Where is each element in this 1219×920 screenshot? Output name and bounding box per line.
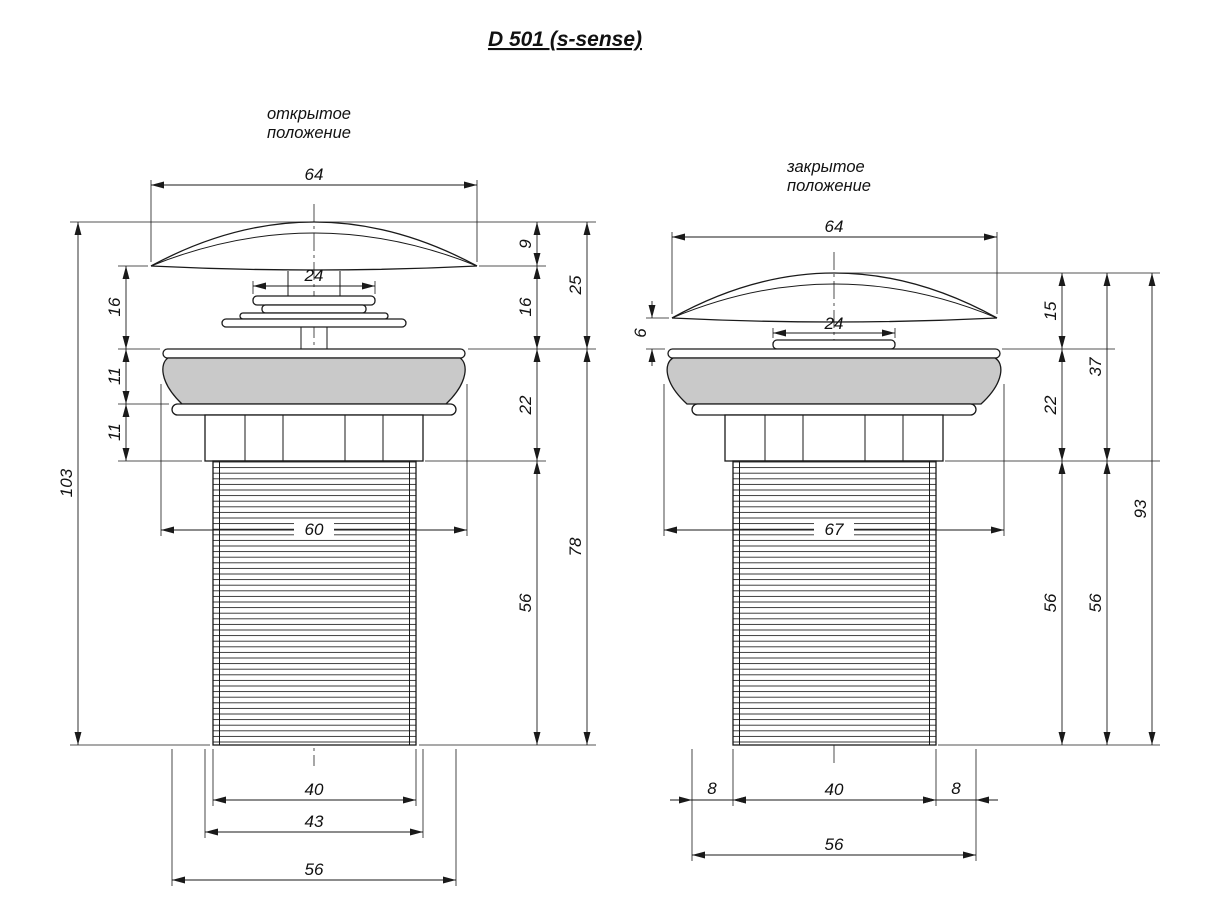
closed-dim-head: 37 <box>1086 357 1105 376</box>
closed-label-line2: положение <box>787 177 871 195</box>
open-dim-plug-width: 24 <box>304 266 324 285</box>
open-flange-dome <box>162 357 466 405</box>
closed-valve-body <box>666 252 1002 766</box>
open-dim-thread-length: 56 <box>516 593 535 612</box>
open-view: открытое положение <box>57 105 596 886</box>
closed-washer <box>691 403 977 416</box>
closed-view-label: закрытое положение <box>786 158 871 195</box>
open-view-label: открытое положение <box>267 105 351 142</box>
open-locknut <box>204 414 424 462</box>
open-cap <box>150 221 478 271</box>
closed-cap <box>671 272 998 323</box>
open-dim-neck-left: 16 <box>105 297 124 316</box>
open-dim-body-height: 22 <box>516 395 535 415</box>
open-dim-washer-diameter: 56 <box>305 860 324 879</box>
closed-dim-offset-right: 8 <box>951 779 961 798</box>
closed-plug-disc <box>772 339 896 350</box>
closed-locknut <box>724 414 944 462</box>
closed-extension-lines <box>646 232 1160 861</box>
closed-dim-thread-length-outer: 56 <box>1086 593 1105 612</box>
closed-flange-dome <box>666 357 1002 405</box>
open-valve-body <box>150 204 478 766</box>
closed-dim-body-height: 22 <box>1041 395 1060 415</box>
closed-dim-cap-width: 64 <box>825 217 844 236</box>
open-flange-plate <box>162 348 466 359</box>
closed-threaded-pipe <box>732 460 937 746</box>
closed-dim-gap: 6 <box>631 328 650 338</box>
open-label-line1: открытое <box>267 105 351 123</box>
closed-view: закрытое положение <box>631 158 1160 861</box>
open-dim-flange-thickness: 11 <box>105 367 124 385</box>
open-threaded-pipe <box>212 460 417 746</box>
closed-dim-plug-width: 24 <box>824 314 844 333</box>
open-dim-head: 25 <box>566 275 585 295</box>
open-dim-locknut-thickness: 11 <box>105 423 124 441</box>
closed-label-line1: закрытое <box>786 158 865 176</box>
closed-dim-cap-height: 15 <box>1041 301 1060 320</box>
open-dim-flange-diameter: 60 <box>305 520 324 539</box>
open-dim-under-flange: 78 <box>566 537 585 556</box>
closed-dim-thread-length-inner: 56 <box>1041 593 1060 612</box>
drawing-title: D 501 (s-sense) <box>488 28 642 51</box>
closed-dim-washer-diameter: 56 <box>825 835 844 854</box>
open-dim-total-height: 103 <box>57 468 76 497</box>
open-dim-nut-width: 43 <box>305 812 324 831</box>
closed-dim-thread-diameter: 40 <box>825 780 844 799</box>
open-dim-cap-width: 64 <box>305 165 324 184</box>
closed-dim-offset-left: 8 <box>707 779 717 798</box>
open-dim-neck-right: 16 <box>516 297 535 316</box>
closed-dim-total-height: 93 <box>1131 499 1150 518</box>
open-plug-discs <box>221 295 407 349</box>
open-dim-thread-diameter: 40 <box>305 780 324 799</box>
closed-flange-plate <box>667 348 1001 359</box>
open-dim-cap-lip: 9 <box>516 239 535 249</box>
closed-dim-flange-diameter: 67 <box>825 520 844 539</box>
open-dimensions: 64 24 103 16 11 11 9 16 22 56 25 78 <box>57 165 591 884</box>
open-label-line2: положение <box>267 124 351 142</box>
closed-dimensions: 64 24 6 15 22 56 37 56 93 67 <box>631 217 1156 859</box>
open-washer <box>171 403 457 416</box>
